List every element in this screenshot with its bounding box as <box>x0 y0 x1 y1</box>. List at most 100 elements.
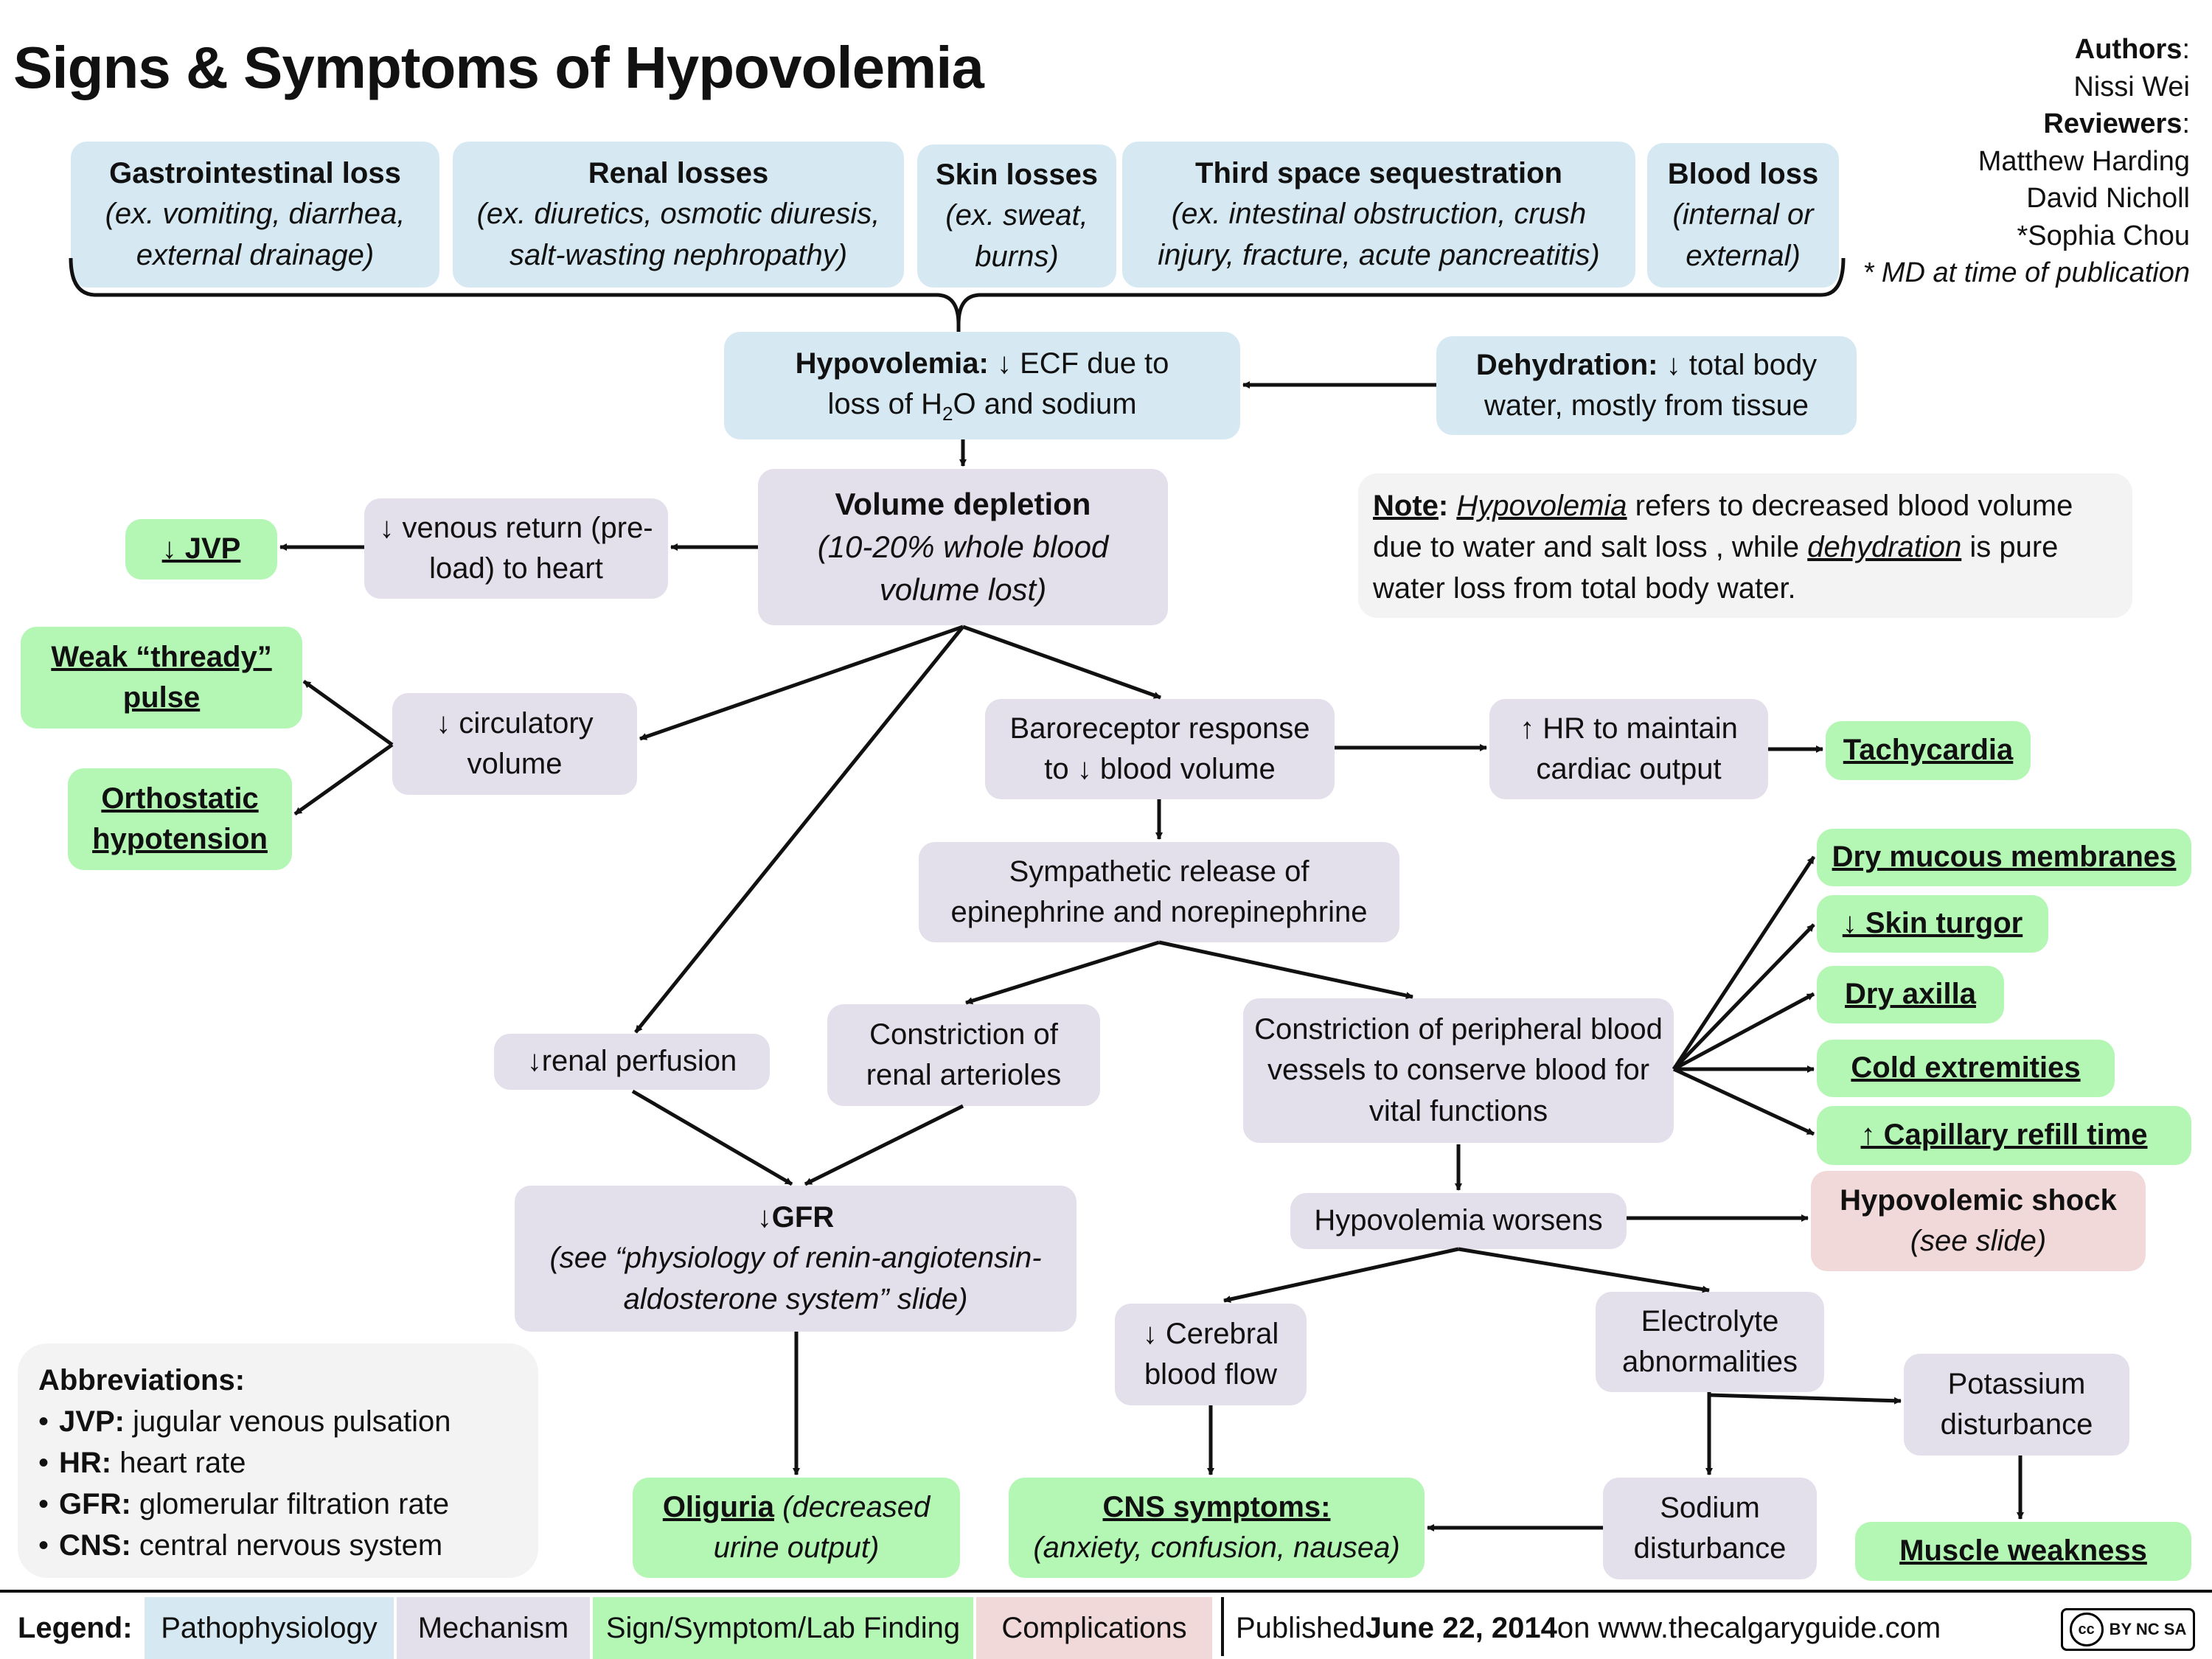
legend-sign: Sign/Symptom/Lab Finding <box>593 1597 973 1659</box>
cause-title: Blood loss <box>1667 158 1819 191</box>
sign-jvp: ↓ JVP <box>125 519 277 580</box>
mechanism-text: Constriction of peripheral blood vessels… <box>1254 1013 1663 1127</box>
abbreviation-text: heart rate <box>111 1447 246 1479</box>
arrow-constriction-to-gfr <box>804 1104 964 1186</box>
arrow-circulatory-to-pulse <box>302 679 394 747</box>
abbreviation-term: GFR: <box>59 1488 131 1520</box>
authors-label: Authors <box>2074 34 2183 65</box>
complication-detail: (see slide) <box>1910 1225 2047 1257</box>
published-text: on www.thecalgaryguide.com <box>1557 1611 1941 1644</box>
venous-return-box: ↓ venous return (pre-load) to heart <box>364 498 668 599</box>
note-text: refers to decreased blood volume due to … <box>1373 490 2073 563</box>
sign-oliguria: Oliguria (decreased urine output) <box>633 1478 960 1578</box>
sign-muscle-weakness: Muscle weakness <box>1855 1522 2191 1581</box>
mechanism-text: Potassium disturbance <box>1940 1367 2093 1441</box>
arrow-peripheral-to-axilla <box>1672 992 1815 1071</box>
sign-label: Dry axilla <box>1845 978 1976 1011</box>
sign-label: ↓ Skin turgor <box>1842 907 2023 940</box>
arrow-depletion-to-baroreceptor <box>962 625 1161 700</box>
dehydration-label: Dehydration: <box>1475 348 1658 381</box>
sign-detail: (anxiety, confusion, nausea) <box>1033 1531 1400 1564</box>
license-text: BY NC SA <box>2109 1620 2187 1638</box>
baroreceptor-box: Baroreceptor response to ↓ blood volume <box>985 699 1335 799</box>
cause-renal: Renal losses (ex. diuretics, osmotic diu… <box>453 142 904 288</box>
gfr-box: ↓GFR (see “physiology of renin-angiotens… <box>515 1186 1077 1332</box>
volume-depletion-title: Volume depletion <box>835 487 1091 522</box>
dehydration-text: ↓ total body <box>1658 348 1818 381</box>
mechanism-text: Sympathetic release of epinephrine and n… <box>950 855 1368 928</box>
cause-detail: (ex. diuretics, osmotic diuresis, salt-w… <box>476 198 880 271</box>
sign-dry-mucous-membranes: Dry mucous membranes <box>1817 829 2191 886</box>
constriction-renal-box: Constriction of renal arterioles <box>827 1004 1100 1106</box>
reviewer-name: David Nicholl <box>2026 183 2190 215</box>
arrow-peripheral-to-capillary <box>1672 1067 1815 1136</box>
mechanism-text: ↑ HR to maintain cardiac output <box>1520 712 1738 785</box>
mechanism-text: ↓ circulatory volume <box>436 706 594 780</box>
cause-detail: (ex. sweat, burns) <box>945 199 1088 273</box>
cause-title: Gastrointestinal loss <box>109 157 401 190</box>
volume-depletion-detail: (10-20% whole blood volume lost) <box>817 529 1109 607</box>
arrow-depletion-to-circulatory <box>639 625 964 741</box>
arrow-sympathetic-to-renal-constriction <box>965 940 1160 1005</box>
note-term: dehydration <box>1807 531 1962 563</box>
abbreviation-item: HR: heart rate <box>38 1442 518 1484</box>
gfr-detail: (see “physiology of renin-angiotensin-al… <box>549 1242 1042 1315</box>
cause-third-space: Third space sequestration (ex. intestina… <box>1122 142 1635 288</box>
cause-title: Renal losses <box>588 157 769 190</box>
mechanism-text: Electrolyte abnormalities <box>1622 1304 1798 1378</box>
abbreviations-title: Abbreviations: <box>38 1364 246 1397</box>
hypovolemia-text: O and sodium <box>953 388 1137 421</box>
abbreviations-box: Abbreviations: JVP: jugular venous pulsa… <box>18 1343 538 1578</box>
sign-skin-turgor: ↓ Skin turgor <box>1817 895 2048 953</box>
sign-label: Muscle weakness <box>1899 1534 2147 1568</box>
arrow-peripheral-to-mucous <box>1672 855 1816 1071</box>
sign-label: Orthostatic hypotension <box>92 782 268 855</box>
cerebral-flow-box: ↓ Cerebral blood flow <box>1115 1304 1307 1405</box>
authors-footnote: * MD at time of publication <box>1863 257 2190 289</box>
abbreviation-term: HR: <box>59 1447 112 1479</box>
mechanism-text: Baroreceptor response to ↓ blood volume <box>1009 712 1310 785</box>
complication-title: Hypovolemic shock <box>1840 1183 2117 1217</box>
note-box: Note: Hypovolemia refers to decreased bl… <box>1358 473 2132 618</box>
cause-skin: Skin losses (ex. sweat, burns) <box>917 145 1116 288</box>
sympathetic-box: Sympathetic release of epinephrine and n… <box>919 842 1399 942</box>
sign-dry-axilla: Dry axilla <box>1817 966 2004 1023</box>
sign-label: Weak “thready” pulse <box>51 640 272 714</box>
mechanism-text: Sodium disturbance <box>1633 1491 1787 1565</box>
abbreviation-term: JVP: <box>59 1405 125 1438</box>
arrow-depletion-to-renal <box>634 625 964 1034</box>
published-date: June 22, 2014 <box>1365 1611 1557 1644</box>
published-line: Published June 22, 2014 on www.thecalgar… <box>1236 1597 1973 1659</box>
cause-title: Skin losses <box>935 159 1099 192</box>
arrow-worsens-to-cerebral <box>1223 1247 1459 1303</box>
sign-label: ↑ Capillary refill time <box>1860 1119 2148 1152</box>
sign-weak-pulse: Weak “thready” pulse <box>21 627 302 728</box>
note-text: is pure water loss from total body water… <box>1373 531 2059 605</box>
hypovolemia-box: Hypovolemia: ↓ ECF due to loss of H2O an… <box>724 332 1240 439</box>
abbreviation-text: jugular venous pulsation <box>124 1405 451 1438</box>
sign-label: Oliguria <box>662 1490 774 1523</box>
cause-detail: (internal or external) <box>1672 198 1814 272</box>
published-text: Published <box>1236 1611 1366 1644</box>
arrow-peripheral-to-turgor <box>1672 923 1815 1071</box>
cause-blood-loss: Blood loss (internal or external) <box>1647 143 1839 288</box>
abbreviation-text: central nervous system <box>131 1529 443 1562</box>
sign-tachycardia: Tachycardia <box>1826 721 2031 780</box>
hypovolemia-subscript: 2 <box>942 403 953 425</box>
sign-cns-symptoms: CNS symptoms: (anxiety, confusion, nause… <box>1009 1478 1425 1578</box>
hr-maintain-box: ↑ HR to maintain cardiac output <box>1489 699 1768 799</box>
legend-pathophysiology: Pathophysiology <box>145 1597 394 1659</box>
arrow-worsens-to-electrolyte <box>1458 1247 1710 1293</box>
sign-cold-extremities: Cold extremities <box>1817 1040 2115 1097</box>
sign-label: ↓ JVP <box>161 532 241 566</box>
sign-detail: (decreased urine output) <box>713 1490 931 1564</box>
mechanism-text: Constriction of renal arterioles <box>866 1018 1062 1091</box>
abbreviation-item: CNS: central nervous system <box>38 1525 518 1566</box>
reviewers-label: Reviewers <box>2043 108 2183 140</box>
sign-label: Cold extremities <box>1851 1051 2081 1085</box>
legend-label: Legend: <box>18 1611 133 1644</box>
dehydration-text: water, mostly from tissue <box>1484 389 1809 422</box>
abbreviation-item: GFR: glomerular filtration rate <box>38 1484 518 1525</box>
abbreviation-term: CNS: <box>59 1529 131 1562</box>
mechanism-text: ↓ Cerebral blood flow <box>1142 1317 1279 1391</box>
